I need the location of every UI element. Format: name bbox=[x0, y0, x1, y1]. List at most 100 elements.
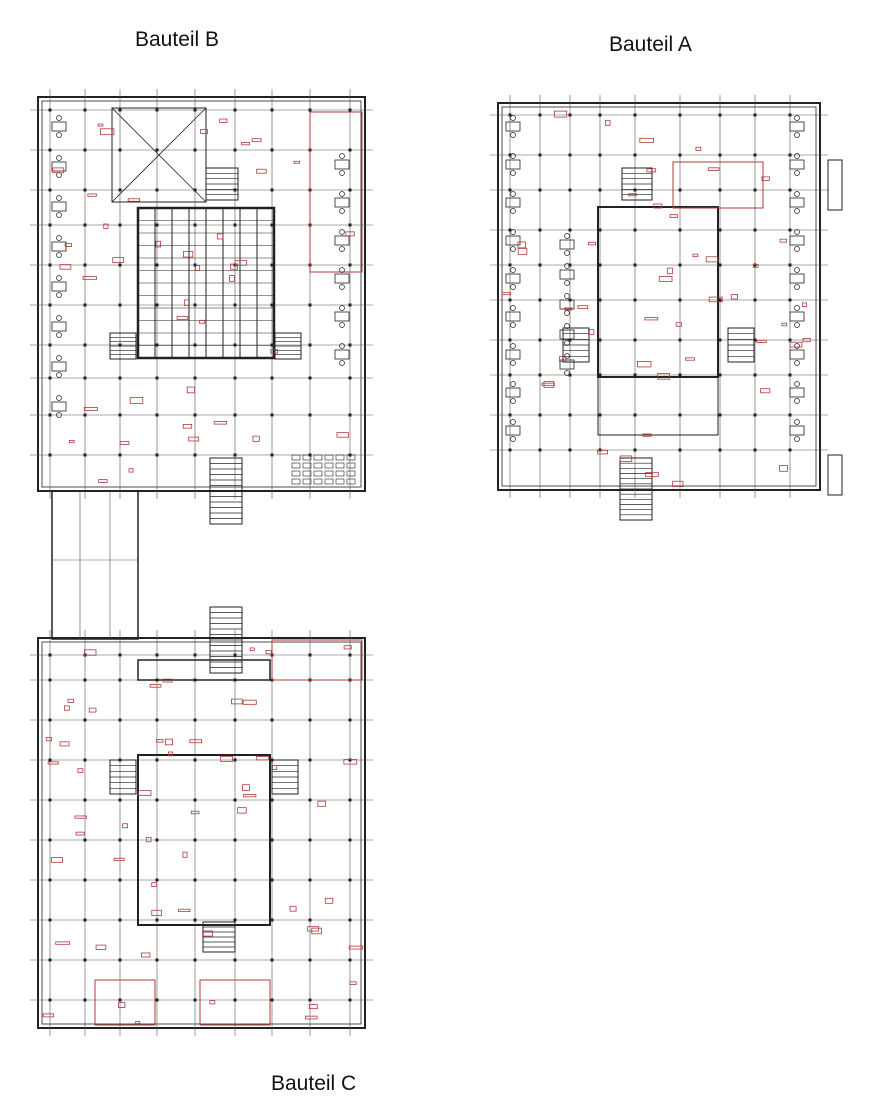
chair bbox=[339, 191, 345, 197]
chair bbox=[564, 323, 570, 329]
column bbox=[83, 413, 87, 417]
desk bbox=[789, 159, 805, 170]
column bbox=[718, 338, 722, 342]
outer-wall bbox=[497, 102, 821, 491]
column bbox=[753, 373, 757, 377]
building-b-label: Bauteil B bbox=[135, 28, 220, 51]
inner-wall bbox=[501, 106, 817, 487]
chair bbox=[794, 284, 800, 290]
column bbox=[788, 373, 792, 377]
room-tag bbox=[112, 257, 125, 263]
chair bbox=[510, 360, 516, 366]
column bbox=[193, 343, 197, 347]
column bbox=[753, 153, 757, 157]
column bbox=[83, 303, 87, 307]
room-tag bbox=[324, 897, 334, 904]
column bbox=[83, 758, 87, 762]
column bbox=[270, 878, 274, 882]
column bbox=[753, 263, 757, 267]
column bbox=[568, 113, 572, 117]
room-tag bbox=[348, 945, 363, 950]
column bbox=[508, 188, 512, 192]
column bbox=[193, 148, 197, 152]
column bbox=[118, 838, 122, 842]
column bbox=[233, 148, 237, 152]
column bbox=[118, 453, 122, 457]
column bbox=[508, 373, 512, 377]
column bbox=[718, 153, 722, 157]
chair bbox=[56, 132, 62, 138]
column bbox=[48, 758, 52, 762]
seat bbox=[335, 454, 345, 461]
room-tag bbox=[100, 128, 115, 136]
room-tag bbox=[190, 810, 200, 815]
room-tag bbox=[242, 699, 257, 705]
column bbox=[83, 998, 87, 1002]
room-tag bbox=[644, 317, 659, 321]
column bbox=[508, 448, 512, 452]
column bbox=[598, 228, 602, 232]
column bbox=[598, 188, 602, 192]
column bbox=[155, 918, 159, 922]
room-tag bbox=[95, 944, 107, 950]
column bbox=[753, 338, 757, 342]
desk bbox=[559, 269, 575, 280]
column bbox=[48, 653, 52, 657]
chair bbox=[510, 191, 516, 197]
column bbox=[538, 188, 542, 192]
column bbox=[678, 413, 682, 417]
chair bbox=[510, 381, 516, 387]
column bbox=[788, 298, 792, 302]
column bbox=[270, 343, 274, 347]
column bbox=[788, 188, 792, 192]
room-tag bbox=[122, 823, 128, 829]
chair bbox=[56, 235, 62, 241]
room-tag bbox=[242, 784, 250, 791]
desk bbox=[505, 311, 521, 322]
column bbox=[270, 223, 274, 227]
column bbox=[233, 653, 237, 657]
room-tag bbox=[202, 930, 213, 937]
column bbox=[633, 448, 637, 452]
chair bbox=[510, 284, 516, 290]
desk bbox=[505, 425, 521, 436]
room-tag bbox=[82, 276, 97, 280]
column bbox=[118, 108, 122, 112]
column bbox=[308, 878, 312, 882]
room-tag bbox=[672, 480, 684, 487]
column bbox=[48, 223, 52, 227]
column bbox=[348, 343, 352, 347]
room-tag bbox=[781, 322, 788, 327]
column bbox=[155, 343, 159, 347]
column bbox=[633, 413, 637, 417]
chair bbox=[510, 115, 516, 121]
room-tag bbox=[87, 193, 97, 197]
column bbox=[118, 798, 122, 802]
room-tag bbox=[199, 319, 206, 324]
room-tag bbox=[256, 168, 267, 174]
room-tag bbox=[45, 737, 52, 742]
room-tag bbox=[779, 238, 787, 243]
chair bbox=[339, 360, 345, 366]
column bbox=[118, 998, 122, 1002]
column bbox=[308, 653, 312, 657]
column bbox=[753, 113, 757, 117]
seat bbox=[335, 462, 345, 469]
room-tag bbox=[597, 449, 608, 455]
room-tag bbox=[588, 329, 595, 335]
desk bbox=[505, 273, 521, 284]
room-tag bbox=[200, 129, 208, 134]
desk bbox=[789, 197, 805, 208]
room-tag bbox=[675, 322, 682, 327]
column bbox=[83, 263, 87, 267]
column bbox=[348, 263, 352, 267]
column bbox=[193, 718, 197, 722]
column bbox=[48, 878, 52, 882]
room-tag bbox=[646, 168, 657, 173]
column bbox=[678, 188, 682, 192]
chair bbox=[339, 153, 345, 159]
room-tag bbox=[213, 421, 228, 425]
column bbox=[83, 223, 87, 227]
room-tag bbox=[184, 299, 190, 306]
column bbox=[718, 413, 722, 417]
